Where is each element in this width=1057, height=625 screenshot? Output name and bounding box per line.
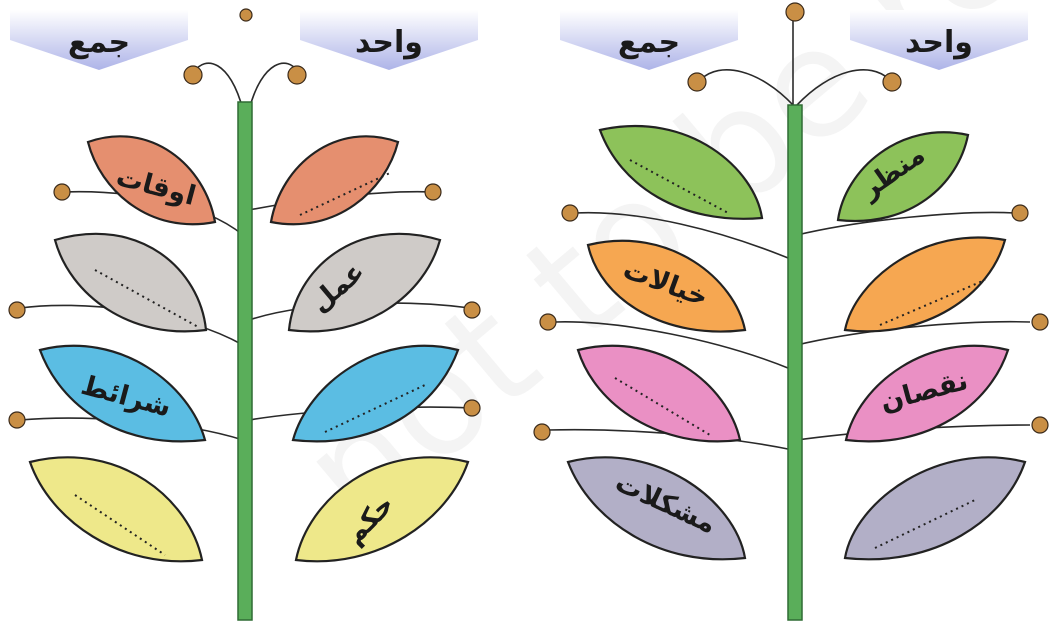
heading-singular: واحد (355, 25, 423, 60)
leaf-singular (845, 457, 1025, 559)
leaf-plural (30, 457, 202, 561)
leaf-singular (845, 237, 1005, 331)
leaf-plural (578, 346, 740, 442)
stem (238, 102, 252, 620)
stem (788, 105, 802, 620)
heading-singular: واحد (905, 25, 973, 60)
leaf-singular (271, 136, 398, 224)
heading-plural: جمع (618, 25, 680, 60)
heading-plural: جمع (68, 25, 130, 60)
leaf-plural (55, 234, 206, 332)
